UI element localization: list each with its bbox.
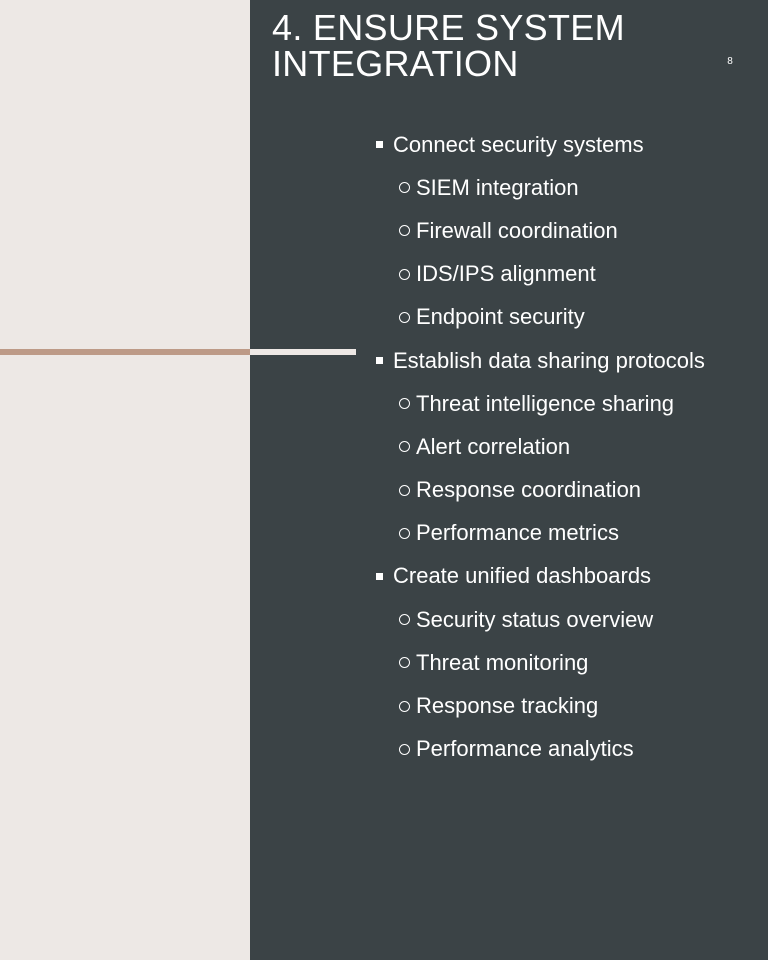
sub-bullet-item: Threat monitoring: [375, 641, 755, 684]
sub-bullet-text: Threat intelligence sharing: [416, 390, 675, 416]
bullet-item: Connect security systems: [375, 123, 755, 166]
slide-number: 8: [727, 56, 733, 67]
left-panel: [0, 0, 250, 960]
sub-bullet-text: Response tracking: [416, 693, 599, 719]
sub-bullet-item: IDS/IPS alignment: [375, 253, 755, 296]
sub-bullet-item: Response tracking: [375, 684, 755, 727]
circle-bullet-icon: [399, 398, 410, 410]
sub-bullet-text: Endpoint security: [416, 304, 585, 330]
circle-bullet-icon: [399, 614, 410, 626]
square-bullet-icon: [376, 141, 383, 149]
sub-bullet-item: Firewall coordination: [375, 209, 755, 252]
bullet-text: Create unified dashboards: [393, 563, 652, 589]
bullet-text: Connect security systems: [393, 131, 644, 157]
sub-bullet-text: IDS/IPS alignment: [416, 261, 596, 287]
sub-bullet-item: Threat intelligence sharing: [375, 382, 755, 425]
circle-bullet-icon: [399, 311, 410, 323]
sub-bullet-item: Performance analytics: [375, 728, 755, 771]
sub-bullet-item: Security status overview: [375, 598, 755, 641]
circle-bullet-icon: [399, 182, 410, 194]
sub-bullet-text: Performance analytics: [416, 736, 634, 762]
sub-bullet-text: Performance metrics: [416, 520, 619, 546]
circle-bullet-icon: [399, 225, 410, 237]
bullet-list: Connect security systems SIEM integratio…: [375, 123, 755, 771]
slide-title: 4. Ensure System Integration: [272, 7, 625, 84]
circle-bullet-icon: [399, 657, 410, 669]
circle-bullet-icon: [399, 441, 410, 453]
sub-bullet-text: Alert correlation: [416, 433, 571, 459]
bullet-text: Establish data sharing protocols: [393, 347, 705, 373]
sub-bullet-text: Response coordination: [416, 477, 642, 503]
content-panel: [250, 0, 768, 960]
sub-bullet-item: Alert correlation: [375, 425, 755, 468]
square-bullet-icon: [376, 572, 383, 580]
sub-bullet-item: Performance metrics: [375, 512, 755, 555]
square-bullet-icon: [376, 357, 383, 365]
circle-bullet-icon: [399, 700, 410, 712]
circle-bullet-icon: [399, 527, 410, 539]
circle-bullet-icon: [399, 484, 410, 496]
sub-bullet-text: SIEM integration: [416, 174, 579, 200]
sub-bullet-item: Endpoint security: [375, 296, 755, 339]
circle-bullet-icon: [399, 743, 410, 755]
sub-bullet-item: Response coordination: [375, 469, 755, 512]
sub-bullet-text: Threat monitoring: [416, 649, 589, 675]
sub-bullet-item: SIEM integration: [375, 166, 755, 209]
circle-bullet-icon: [399, 268, 410, 280]
bullet-item: Create unified dashboards: [375, 555, 755, 598]
light-divider: [250, 349, 356, 355]
accent-divider: [0, 349, 250, 355]
sub-bullet-text: Security status overview: [416, 606, 654, 632]
sub-bullet-text: Firewall coordination: [416, 217, 618, 243]
bullet-item: Establish data sharing protocols: [375, 339, 755, 382]
